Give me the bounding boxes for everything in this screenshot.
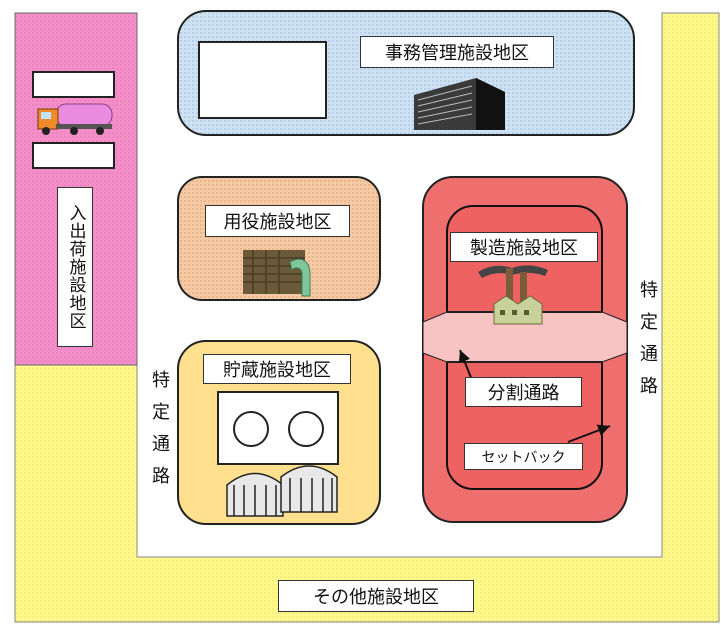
utility-zone-label: 用役施設地区 [205,205,350,237]
setback-label: セットバック [464,443,583,470]
specified-road-label-left: 特定通路 [142,370,172,498]
admin-blank-box [198,41,327,119]
tank-circle-left [233,411,269,447]
storage-zone-label: 貯蔵施設地区 [203,354,351,384]
factory-icon [478,265,548,325]
admin-zone-label: 事務管理施設地区 [360,36,554,68]
setback-arrow [567,424,611,443]
other-zone-label: その他施設地区 [278,580,474,612]
storage-tank-icon [226,465,338,517]
tanker-truck-icon [37,103,113,135]
specified-road-text-right: 特定通路 [637,280,658,408]
tank-circle-right [288,411,324,447]
dividing-road-arrow [458,349,473,381]
shipping-zone-label: 入出荷施設地区 [57,187,93,347]
other-facility-zone [14,12,720,623]
specified-road-label-right: 特定通路 [630,280,660,408]
shipping-blank-box-top [32,71,115,98]
utility-plant-icon [243,250,311,297]
dividing-road-label: 分割通路 [465,377,582,407]
manufacturing-zone-label: 製造施設地区 [450,232,598,262]
shipping-zone-label-text: 入出荷施設地区 [65,204,86,330]
shipping-blank-box-bottom [32,142,115,169]
office-building-icon [414,78,505,130]
specified-road-text-left: 特定通路 [149,370,170,498]
